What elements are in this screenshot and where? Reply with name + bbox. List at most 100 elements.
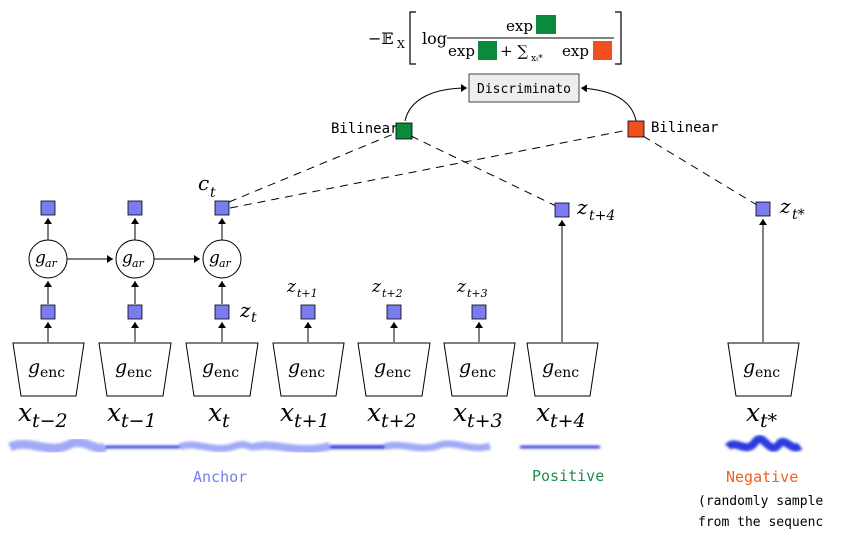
svg-text:enc: enc: [300, 365, 325, 381]
ar-up-arrows: [44, 218, 226, 240]
svg-text:g: g: [542, 356, 554, 378]
bilinear-left-to-discriminator-arrow: [404, 84, 468, 122]
svg-text:g: g: [288, 356, 300, 378]
input-label-t+2: x t+2: [367, 398, 417, 432]
z-square-t+3: [471, 304, 487, 320]
z-square-negative: [755, 201, 771, 217]
svg-text:x: x: [107, 398, 121, 427]
ar-node-1: g ar: [28, 239, 68, 279]
loss-expectation-subscript: X: [397, 38, 405, 51]
ar-output-square-1: [40, 200, 56, 216]
bilinear-left-label: Bilinear: [331, 121, 398, 137]
svg-text:g: g: [122, 248, 133, 268]
z-square-t+1: [300, 304, 316, 320]
numerator-positive-square: [536, 15, 556, 34]
svg-text:enc: enc: [554, 365, 579, 381]
z-t-label-subscript: t: [251, 310, 257, 326]
encoder-5: g enc: [357, 342, 431, 397]
context-label: c: [198, 171, 209, 195]
loss-log: log: [422, 29, 447, 48]
input-label-t+4: x t+4: [536, 398, 586, 432]
negative-note-line-1: (randomly sample: [698, 494, 823, 509]
svg-text:enc: enc: [40, 365, 65, 381]
svg-text:t+2: t+2: [381, 410, 417, 432]
audio-waveform-sequence: [8, 438, 600, 454]
svg-text:g: g: [202, 356, 214, 378]
encoder-7: g enc: [526, 342, 599, 397]
dash-ct-to-bilinear-left: [228, 132, 397, 203]
svg-text:x: x: [280, 398, 294, 427]
svg-text:ar: ar: [132, 257, 145, 270]
loss-expectation: −𝔼: [368, 29, 394, 48]
encoder-4: g enc: [272, 342, 345, 397]
dash-bilinear-right-to-zstar: [642, 135, 758, 206]
svg-text:ar: ar: [45, 257, 58, 270]
svg-text:t: t: [222, 410, 230, 432]
denominator-positive-square: [478, 41, 497, 60]
encoder-1: g enc: [12, 342, 85, 397]
z-t-label: z: [239, 298, 251, 322]
svg-text:z: z: [779, 194, 791, 218]
svg-text:g: g: [743, 356, 755, 378]
z-negative-label: z t*: [779, 194, 805, 223]
input-label-negative: x t*: [746, 398, 778, 432]
right-bracket: [615, 11, 622, 65]
svg-text:t−2: t−2: [32, 410, 68, 432]
encoder-negative: g enc: [727, 342, 800, 397]
svg-text:z: z: [456, 277, 467, 297]
svg-text:t*: t*: [792, 207, 805, 223]
svg-text:ar: ar: [219, 257, 232, 270]
input-label-t-2: x t−2: [18, 398, 68, 432]
svg-text:x: x: [208, 398, 222, 427]
svg-text:g: g: [115, 356, 127, 378]
denominator-exp-1: exp: [448, 42, 475, 60]
z-square-t-1: [127, 304, 143, 320]
ar-node-3: g ar: [202, 239, 242, 279]
svg-text:t+1: t+1: [297, 287, 318, 300]
svg-text:g: g: [209, 248, 220, 268]
bilinear-right-label: Bilinear: [651, 120, 718, 136]
svg-text:enc: enc: [755, 365, 780, 381]
input-label-t+1: x t+1: [280, 398, 330, 432]
z-t+2-label: z t+2: [371, 277, 403, 300]
dashed-connections: [228, 129, 758, 209]
ar-output-square-2: [127, 200, 143, 216]
encoder-2: g enc: [98, 342, 172, 397]
left-bracket: [409, 11, 416, 65]
svg-text:t+4: t+4: [589, 208, 615, 224]
svg-text:z: z: [286, 277, 297, 297]
svg-text:z: z: [371, 277, 382, 297]
ar-output-square-3: [214, 200, 230, 216]
svg-text:g: g: [374, 356, 386, 378]
encoder-3: g enc: [185, 342, 259, 397]
svg-text:t*: t*: [760, 410, 778, 432]
bilinear-right-to-discriminator-arrow: [580, 84, 637, 122]
svg-text:enc: enc: [471, 365, 496, 381]
z-t+1-label: z t+1: [286, 277, 318, 300]
svg-text:g: g: [35, 248, 46, 268]
loss-formula: −𝔼 X log exp exp + ∑ xₜ* exp: [368, 11, 622, 65]
svg-text:x: x: [18, 398, 32, 427]
denominator-exp-2: exp: [562, 42, 589, 60]
svg-text:x: x: [746, 398, 760, 427]
anchor-label: Anchor: [193, 468, 247, 486]
denominator-negative-square: [593, 41, 612, 60]
z-square-t-2: [40, 304, 56, 320]
svg-text:t−1: t−1: [121, 410, 157, 432]
svg-text:g: g: [459, 356, 471, 378]
svg-text:x: x: [367, 398, 381, 427]
sum-subscript: xₜ*: [531, 54, 543, 64]
dash-bilinear-left-to-zt4: [410, 135, 557, 207]
z-t+4-label: z t+4: [576, 195, 615, 224]
input-label-t: x t: [208, 398, 230, 432]
svg-text:t+1: t+1: [294, 410, 330, 432]
numerator-exp: exp: [506, 17, 533, 35]
svg-text:g: g: [28, 356, 40, 378]
input-label-t-1: x t−1: [107, 398, 157, 432]
negative-label: Negative: [726, 468, 798, 486]
z-square-t: [214, 304, 230, 320]
discriminator-label: Discriminato: [477, 82, 571, 97]
encoder-6: g enc: [443, 342, 516, 397]
z-square-t+2: [386, 304, 402, 320]
